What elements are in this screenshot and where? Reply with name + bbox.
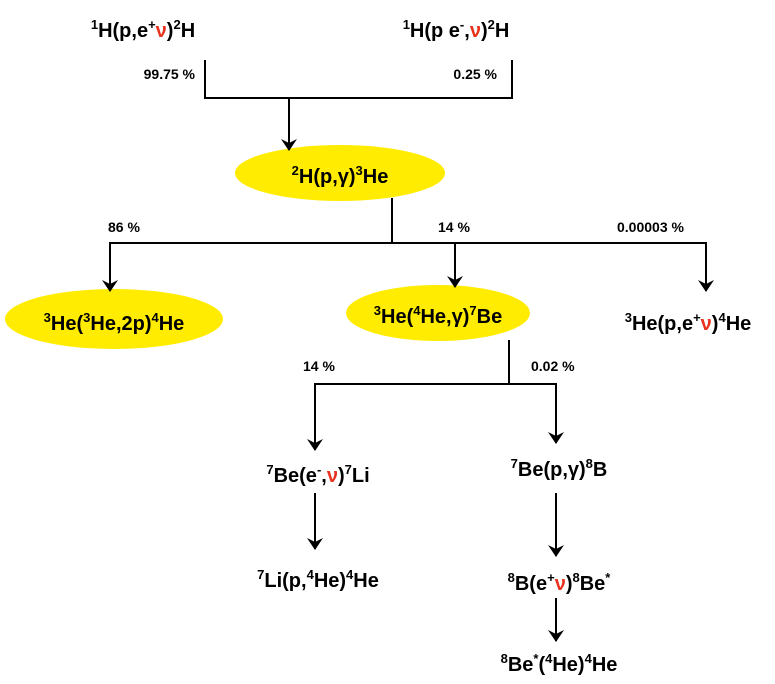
reaction-text-li7p-5: He	[353, 570, 379, 592]
branch-hep: 0.00003 %	[617, 219, 684, 235]
reaction-pp1: 1H(p,e+ν)2H	[91, 17, 195, 42]
reaction-pep: 1H(p e-,ν)2H	[403, 17, 510, 42]
branch-pp1: 99.75 %	[144, 66, 196, 82]
reaction-be7pg: 7Be(p,γ)8B	[511, 456, 608, 481]
reaction-text-he3he3-5: He	[159, 313, 185, 335]
reaction-text-hep-4: )	[712, 313, 719, 335]
highlight-ellipse-dpg	[235, 145, 445, 201]
reaction-text-b8dec-1: B(e	[515, 573, 547, 595]
superscript-li7p-0: 7	[257, 567, 264, 582]
superscript-li7p-4: 4	[346, 567, 354, 582]
branch-ppi: 86 %	[108, 219, 140, 235]
superscript-be7ec-2: -	[317, 462, 321, 477]
superscript-b8dec-2: +	[547, 570, 555, 585]
superscript-hep-0: 3	[625, 310, 632, 325]
reaction-text-be7ec-7: Li	[352, 465, 370, 487]
highlight-ellipse-he3he4	[346, 285, 530, 341]
reaction-text-be7ec-3: ,	[321, 465, 327, 487]
neutrino-symbol-be7ec-4: ν	[327, 465, 338, 487]
reaction-text-pep-3: ,	[464, 20, 470, 42]
superscript-be8dec-0: 8	[501, 651, 508, 666]
reaction-hep: 3He(p,e+ν)4He	[625, 310, 752, 335]
superscript-he3he4-0: 3	[374, 303, 381, 318]
reaction-he3he4: 3He(4He,γ)7Be	[374, 303, 502, 328]
reaction-text-pp1-1: H(p,e	[98, 20, 148, 42]
reaction-text-be8dec-5: He)	[552, 654, 584, 676]
reaction-be8dec: 8Be*(4He)4He	[501, 651, 618, 676]
reaction-text-pp1-4: )	[167, 20, 174, 42]
reaction-li7p: 7Li(p,4He)4He	[257, 567, 379, 592]
superscript-he3he3-2: 3	[83, 310, 90, 325]
reaction-text-b8dec-4: )	[566, 573, 573, 595]
superscript-be8dec-2: *	[533, 651, 539, 666]
reaction-text-he3he3-3: He,2p)	[90, 313, 151, 335]
superscript-dpg-2: 3	[356, 163, 363, 178]
reaction-text-li7p-3: He)	[314, 570, 346, 592]
reaction-text-he3he4-3: He,γ)	[420, 306, 469, 328]
superscript-be8dec-6: 4	[585, 651, 593, 666]
superscript-pp1-0: 1	[91, 17, 98, 32]
superscript-be7pg-0: 7	[511, 456, 518, 471]
reaction-text-be8dec-1: Be	[508, 654, 534, 676]
reaction-dpg: 2H(p,γ)3He	[292, 163, 389, 188]
superscript-be7ec-6: 7	[345, 462, 352, 477]
superscript-be7pg-2: 8	[586, 456, 593, 471]
superscript-li7p-2: 4	[307, 567, 315, 582]
superscript-be8dec-4: 4	[545, 651, 553, 666]
reaction-b8dec: 8B(e+ν)8Be*	[508, 570, 612, 595]
reaction-text-pep-5: )	[481, 20, 488, 42]
superscript-pep-2: -	[460, 17, 464, 32]
reaction-text-pep-1: H(p e	[410, 20, 460, 42]
superscript-hep-5: 4	[718, 310, 726, 325]
superscript-pp1-5: 2	[173, 17, 180, 32]
superscript-b8dec-7: *	[605, 570, 611, 585]
superscript-dpg-0: 2	[292, 163, 299, 178]
reaction-text-be7ec-1: Be(e	[274, 465, 317, 487]
branch-pep: 0.25 %	[453, 66, 497, 82]
reaction-text-pep-7: H	[495, 20, 509, 42]
reaction-be7ec: 7Be(e-,ν)7Li	[266, 462, 369, 487]
reaction-text-b8dec-6: Be	[580, 573, 606, 595]
neutrino-symbol-hep-3: ν	[701, 313, 712, 335]
reaction-text-hep-1: He(p,e	[632, 313, 693, 335]
superscript-be7ec-0: 7	[266, 462, 273, 477]
reaction-text-li7p-1: Li(p,	[264, 570, 306, 592]
reaction-text-he3he4-1: He(	[381, 306, 414, 328]
superscript-b8dec-0: 8	[508, 570, 515, 585]
branch-ppii: 14 %	[303, 358, 335, 374]
superscript-pp1-2: +	[148, 17, 156, 32]
reaction-text-pp1-6: H	[181, 20, 195, 42]
reaction-text-he3he4-5: Be	[477, 306, 503, 328]
neutrino-symbol-b8dec-3: ν	[555, 573, 566, 595]
reaction-text-be8dec-7: He	[592, 654, 618, 676]
neutrino-symbol-pp1-3: ν	[156, 20, 167, 42]
superscript-he3he3-4: 4	[152, 310, 160, 325]
reaction-text-dpg-1: H(p,γ)	[299, 166, 356, 188]
superscript-pep-0: 1	[403, 17, 410, 32]
branch-ppiii: 0.02 %	[531, 358, 575, 374]
reaction-text-be7ec-5: )	[338, 465, 345, 487]
reaction-text-he3he3-1: He(	[51, 313, 84, 335]
neutrino-symbol-pep-4: ν	[470, 20, 481, 42]
superscript-hep-2: +	[693, 310, 701, 325]
branch-ppii-iii: 14 %	[438, 219, 470, 235]
reaction-text-be7pg-3: B	[593, 459, 607, 481]
highlight-ellipse-he3he3	[5, 289, 223, 349]
reaction-text-dpg-3: He	[363, 166, 389, 188]
reaction-text-be8dec-3: (	[538, 654, 545, 676]
superscript-he3he4-4: 7	[469, 303, 476, 318]
connector-lines	[102, 60, 714, 642]
superscript-pep-6: 2	[488, 17, 495, 32]
reaction-text-hep-6: He	[726, 313, 752, 335]
superscript-he3he3-0: 3	[44, 310, 51, 325]
reaction-he3he3: 3He(3He,2p)4He	[44, 310, 185, 335]
superscript-he3he4-2: 4	[413, 303, 421, 318]
reaction-text-be7pg-1: Be(p,γ)	[518, 459, 586, 481]
superscript-b8dec-5: 8	[572, 570, 579, 585]
